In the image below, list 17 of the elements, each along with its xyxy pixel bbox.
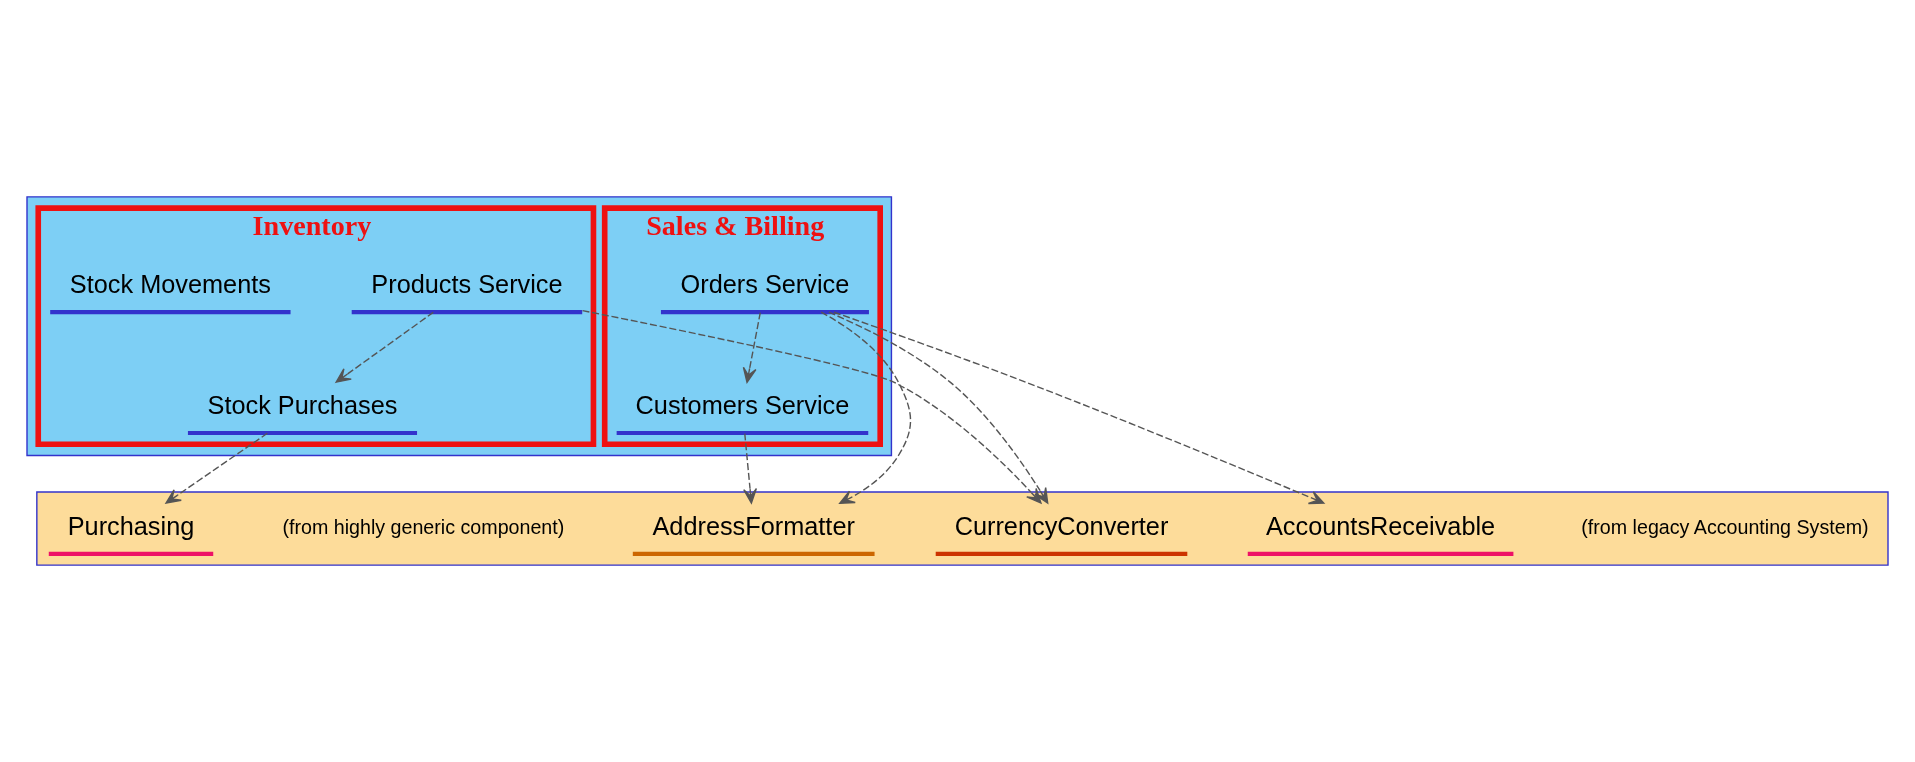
node-text: Orders Service [680, 270, 850, 299]
arrow [820, 311, 912, 504]
node-label: (from highly generic component) [282, 515, 565, 538]
arrow [581, 309, 1042, 504]
node-text: Stock Movements [69, 270, 271, 299]
node-text: CurrencyConverter [954, 511, 1169, 540]
arrow [335, 311, 434, 383]
node-text: AddressFormatter [652, 511, 855, 540]
node-label: (from legacy Accounting System) [1581, 515, 1869, 538]
cluster [26, 196, 893, 457]
node-text: Products Service [371, 270, 563, 299]
node-text: Purchasing [67, 511, 195, 540]
node-text: Stock Purchases [207, 390, 398, 419]
arrow [742, 312, 761, 383]
node-text: Customers Service [635, 390, 850, 419]
arrow [743, 432, 758, 504]
node-text: AccountsReceivable [1265, 511, 1496, 540]
